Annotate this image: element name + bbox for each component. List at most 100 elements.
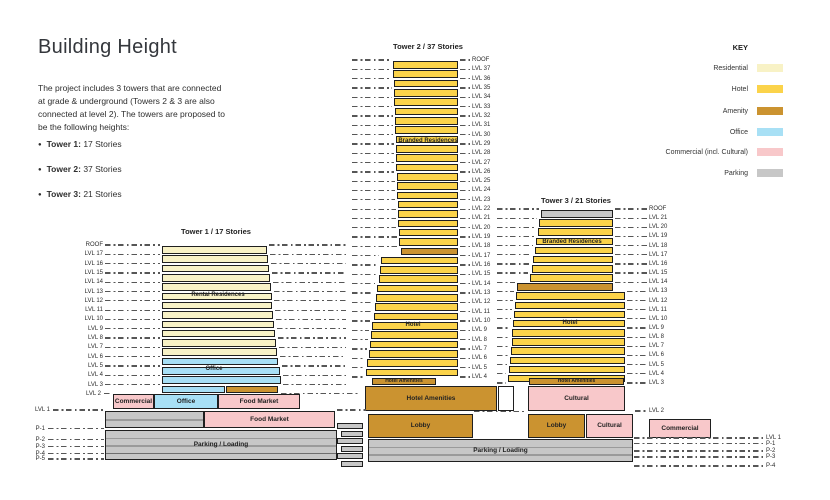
level-label: P-1 — [766, 440, 776, 447]
level-label: LVL 17 — [649, 251, 668, 258]
leader-dash — [627, 363, 647, 366]
tower3-floor-slab — [517, 283, 613, 291]
level-label: LVL 10 — [84, 316, 103, 323]
leader-dash — [460, 301, 470, 304]
tower1-floor-slab — [162, 292, 272, 301]
level-label: P-3 — [766, 454, 776, 460]
level-label: LVL 17 — [84, 251, 103, 258]
bullet-icon: ● — [38, 167, 42, 173]
leader-dash — [615, 208, 647, 210]
tower1-bullet: ●Tower 1: 17 Stories — [38, 139, 122, 149]
floor-use-label: Hotel — [562, 320, 578, 326]
leader-dash — [627, 373, 647, 375]
leader-dash — [352, 348, 367, 350]
level-label: LVL 5 — [87, 362, 103, 369]
level-label: LVL 13 — [649, 288, 668, 295]
leader-dash — [460, 217, 470, 220]
tower2-floor-slab — [393, 79, 458, 88]
leader-dash — [105, 263, 160, 265]
leader-dash — [460, 366, 470, 369]
leader-dash — [460, 115, 470, 117]
tower2-floor-slab — [397, 191, 458, 200]
leader-dash — [634, 442, 763, 445]
tower3-floor-slab — [536, 237, 613, 246]
tower2-floor-slab — [381, 256, 458, 265]
tower2-floor-slab — [401, 247, 458, 256]
leader-dash — [497, 226, 536, 228]
parking-ramp-step — [341, 430, 363, 437]
block-food-market: Food Market — [204, 410, 335, 428]
leader-dash — [497, 281, 515, 283]
level-label: LVL 10 — [472, 317, 491, 324]
tower2-floor-slab — [378, 275, 458, 284]
level-label: LVL 7 — [87, 344, 103, 351]
block-amenity — [226, 385, 278, 394]
page-title: Building Height — [38, 36, 178, 58]
level-label: LVL 31 — [472, 122, 491, 129]
tower1-floor-slab — [162, 246, 267, 254]
leader-dash — [352, 301, 373, 304]
leader-dash — [635, 410, 647, 412]
leader-dash — [615, 217, 647, 219]
level-label: LVL 11 — [649, 306, 667, 313]
leader-dash — [105, 346, 160, 348]
leader-dash — [460, 199, 470, 201]
level-label: LVL 18 — [472, 243, 491, 250]
leader-dash — [352, 245, 397, 248]
bullet-icon: ● — [38, 142, 42, 148]
leader-dash — [352, 329, 369, 331]
level-label: LVL 8 — [472, 336, 488, 343]
level-label: LVL 16 — [649, 260, 668, 267]
tower2-floor-slab — [373, 312, 458, 321]
floor-use-label: Hotel — [405, 322, 421, 328]
level-label: LVL 28 — [472, 150, 491, 157]
leader-dash — [352, 115, 393, 117]
tower1-floor-slab — [162, 320, 275, 329]
block-parking — [105, 410, 204, 428]
level-label: LVL 33 — [472, 103, 491, 110]
tower3-floor-slab — [513, 319, 625, 328]
level-label: LVL 4 — [472, 373, 488, 380]
level-label: LVL 16 — [84, 260, 103, 267]
key-swatch-office — [757, 128, 783, 136]
level-label: LVL 12 — [649, 297, 668, 304]
parking-ramp-step — [337, 453, 363, 459]
leader-dash — [497, 336, 510, 338]
leader-dash — [105, 365, 160, 367]
level-label: LVL 9 — [649, 324, 665, 331]
tower3-floor-slab — [512, 329, 625, 337]
leader-dash — [634, 437, 763, 439]
level-label: LVL 17 — [472, 252, 491, 259]
leader-dash — [352, 106, 393, 108]
leader-dash — [352, 227, 397, 229]
tower2-floor-slab — [368, 350, 458, 358]
leader-dash — [352, 152, 394, 154]
tower3-floor-slab — [515, 301, 625, 310]
leader-dash — [460, 68, 470, 71]
leader-dash — [352, 68, 391, 71]
leader-dash — [352, 273, 377, 276]
key-swatch-amenity — [757, 107, 783, 115]
level-label: LVL 27 — [472, 159, 491, 166]
leader-dash — [105, 253, 160, 255]
tower3-floor-slab — [539, 219, 613, 227]
leader-dash — [105, 356, 160, 358]
leader-dash — [615, 235, 647, 238]
parking-ramp-step — [337, 438, 363, 444]
tower2-floor-slab — [399, 238, 458, 246]
leader-dash — [105, 328, 160, 330]
leader-dash — [460, 78, 470, 80]
level-label: LVL 7 — [472, 345, 488, 352]
level-label: LVL 4 — [649, 370, 665, 377]
leader-dash — [352, 320, 371, 322]
level-label: LVL 21 — [649, 215, 668, 222]
leader-dash — [474, 410, 527, 413]
leader-dash — [352, 217, 397, 220]
block-food-market: Food Market — [218, 394, 300, 409]
leader-dash — [337, 409, 366, 411]
leader-dash — [497, 254, 531, 256]
leader-dash — [627, 345, 647, 347]
level-label: LVL 23 — [472, 196, 491, 203]
level-label: LVL 3 — [649, 379, 665, 386]
leader-dash — [352, 59, 391, 61]
